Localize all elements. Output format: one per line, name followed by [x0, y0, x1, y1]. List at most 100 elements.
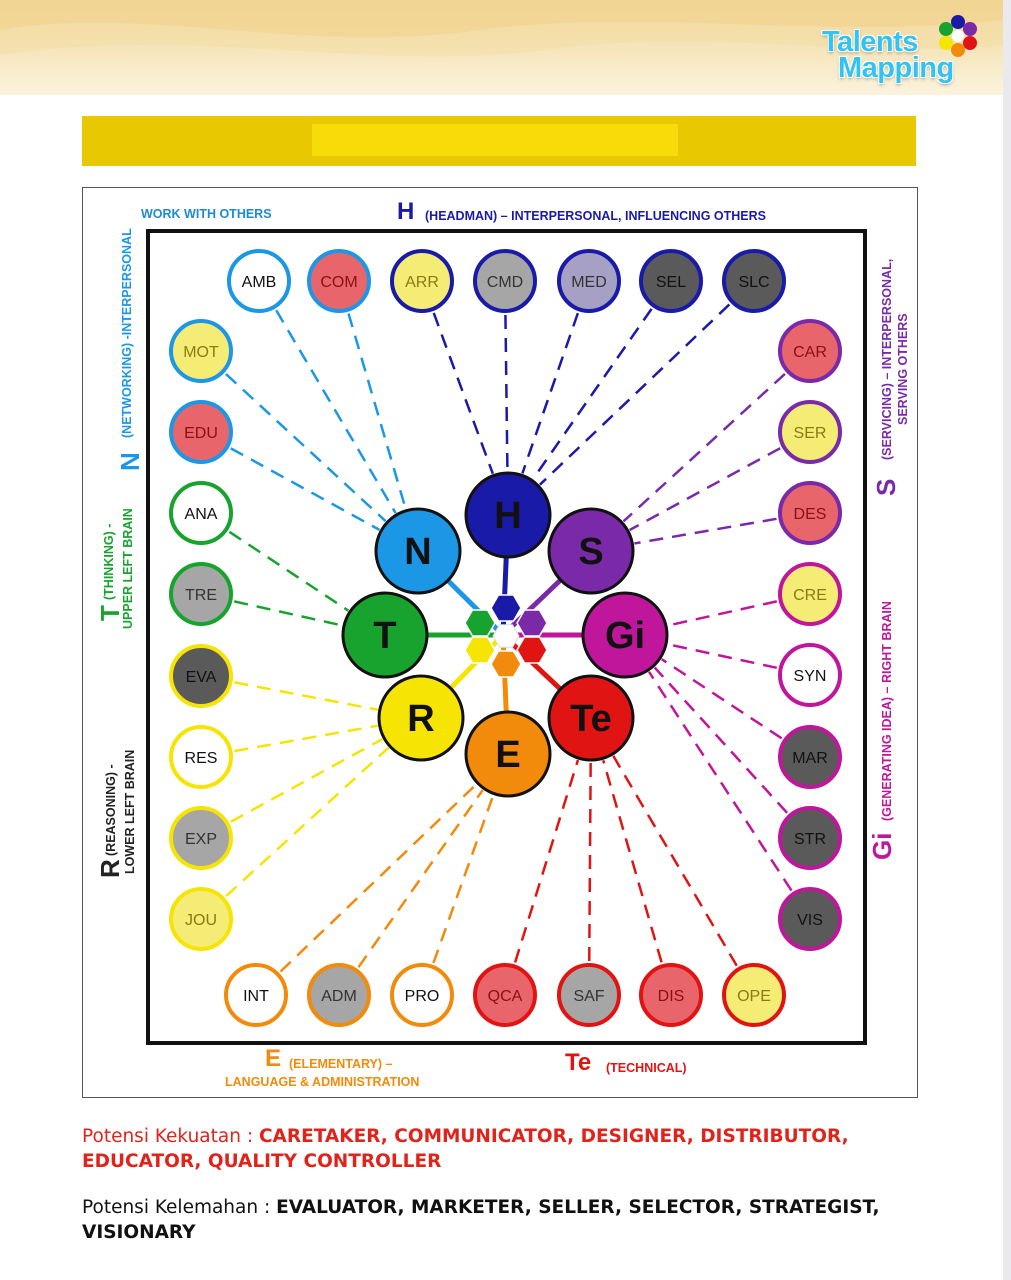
role-label-ope: OPE — [737, 988, 771, 1005]
role-saf: SAF — [557, 963, 621, 1027]
hub-n: N — [374, 507, 462, 595]
s-description-line2: SERVING OTHERS — [896, 313, 910, 425]
role-label-syn: SYN — [794, 668, 827, 685]
role-adm: ADM — [307, 963, 371, 1027]
role-int: INT — [224, 963, 288, 1027]
role-label-ana: ANA — [185, 506, 218, 523]
role-des: DES — [778, 481, 842, 545]
connector-com — [347, 313, 407, 510]
gi-letter-label: Gi — [867, 832, 897, 860]
hub-label-r: R — [407, 698, 434, 740]
role-label-eva: EVA — [186, 669, 217, 686]
role-mot: MOT — [169, 319, 233, 383]
r-description-line1: (REASONING) - — [104, 764, 118, 856]
e-letter-label: E — [265, 1045, 282, 1072]
title-banner — [82, 116, 916, 166]
role-arr: ARR — [390, 249, 454, 313]
hub-h: H — [464, 471, 552, 559]
role-label-cmd: CMD — [487, 274, 523, 291]
center-hexagon — [516, 636, 548, 664]
role-label-arr: ARR — [405, 274, 439, 291]
strength-potential: Potensi Kekuatan : CARETAKER, COMMUNICAT… — [82, 1124, 962, 1174]
title-banner-highlight — [312, 124, 678, 156]
n-letter-label: N — [115, 452, 145, 471]
role-edu: EDU — [169, 400, 233, 464]
h-description-label: (HEADMAN) – INTERPERSONAL, INFLUENCING O… — [425, 209, 766, 223]
role-label-jou: JOU — [185, 912, 217, 929]
role-label-vis: VIS — [797, 912, 823, 929]
role-dis: DIS — [639, 963, 703, 1027]
connector-cmd — [504, 314, 509, 472]
role-qca: QCA — [473, 963, 537, 1027]
role-str: STR — [778, 806, 842, 870]
role-label-int: INT — [243, 988, 269, 1005]
center-hexagon — [464, 609, 496, 637]
role-slc: SLC — [722, 249, 786, 313]
hub-label-h: H — [494, 495, 521, 537]
role-label-com: COM — [320, 274, 357, 291]
center-hexagon — [490, 594, 522, 622]
logo-word-talents: Talents — [822, 26, 918, 58]
connector-mar — [661, 658, 783, 740]
hub-label-e: E — [495, 734, 520, 776]
role-ope: OPE — [722, 963, 786, 1027]
connector-amb — [275, 309, 397, 514]
role-res: RES — [169, 725, 233, 789]
role-label-qca: QCA — [488, 988, 523, 1005]
role-label-pro: PRO — [405, 988, 440, 1005]
connector-med — [521, 312, 580, 474]
role-label-adm: ADM — [321, 988, 357, 1005]
flower-logo-icon — [939, 15, 977, 57]
weakness-label: Potensi Kelemahan : — [82, 1197, 277, 1218]
role-label-res: RES — [185, 750, 218, 767]
connector-slc — [539, 303, 731, 486]
role-pro: PRO — [390, 963, 454, 1027]
role-exp: EXP — [169, 806, 233, 870]
h-letter-label: H — [397, 198, 415, 225]
role-eva: EVA — [169, 644, 233, 708]
role-label-str: STR — [794, 831, 826, 848]
role-ser: SER — [778, 400, 842, 464]
hub-label-te: Te — [570, 698, 612, 740]
connector-exp — [230, 737, 383, 823]
weakness-potential: Potensi Kelemahan : EVALUATOR, MARKETER,… — [82, 1195, 962, 1245]
center-hexagon-core — [492, 624, 520, 648]
role-label-cre: CRE — [793, 587, 827, 604]
te-letter-label: Te — [565, 1049, 592, 1076]
connector-cre — [667, 600, 778, 627]
role-label-car: CAR — [793, 344, 827, 361]
role-label-saf: SAF — [573, 988, 604, 1005]
center-hexagon — [464, 636, 496, 664]
role-label-mot: MOT — [183, 344, 219, 361]
hub-r: R — [377, 674, 465, 762]
logo-word-mapping: Mapping — [838, 52, 954, 84]
role-syn: SYN — [778, 643, 842, 707]
header-band — [0, 0, 1003, 95]
connector-ana — [228, 530, 350, 612]
connector-car — [622, 373, 786, 523]
role-jou: JOU — [169, 887, 233, 951]
work-with-others-label: WORK WITH OTHERS — [141, 207, 272, 221]
hub-label-t: T — [373, 615, 396, 657]
connector-tre — [233, 600, 343, 627]
t-description-line2: UPPER LEFT BRAIN — [121, 508, 135, 629]
connector-sel — [532, 308, 653, 480]
connector-adm — [357, 789, 484, 968]
r-letter-label: R — [95, 859, 125, 878]
role-com: COM — [307, 249, 371, 313]
gi-description-label: (GENERATING IDEA) – RIGHT BRAIN — [880, 601, 894, 821]
role-tre: TRE — [169, 562, 233, 626]
weakness-values: EVALUATOR, MARKETER, SELLER, SELECTOR, S… — [82, 1197, 880, 1243]
connector-res — [234, 724, 378, 753]
n-description-label: (NETWORKING) -INTERPERSONAL — [120, 228, 134, 438]
talents-mapping-logo: Talents Mapping — [818, 14, 988, 90]
role-label-des: DES — [794, 506, 827, 523]
connector-pro — [432, 795, 495, 964]
role-label-ser: SER — [794, 425, 827, 442]
connector-dis — [602, 759, 663, 963]
t-description-line1: (THINKING) - — [102, 523, 116, 600]
center-hexagon — [516, 609, 548, 637]
hub-te: Te — [547, 674, 635, 762]
